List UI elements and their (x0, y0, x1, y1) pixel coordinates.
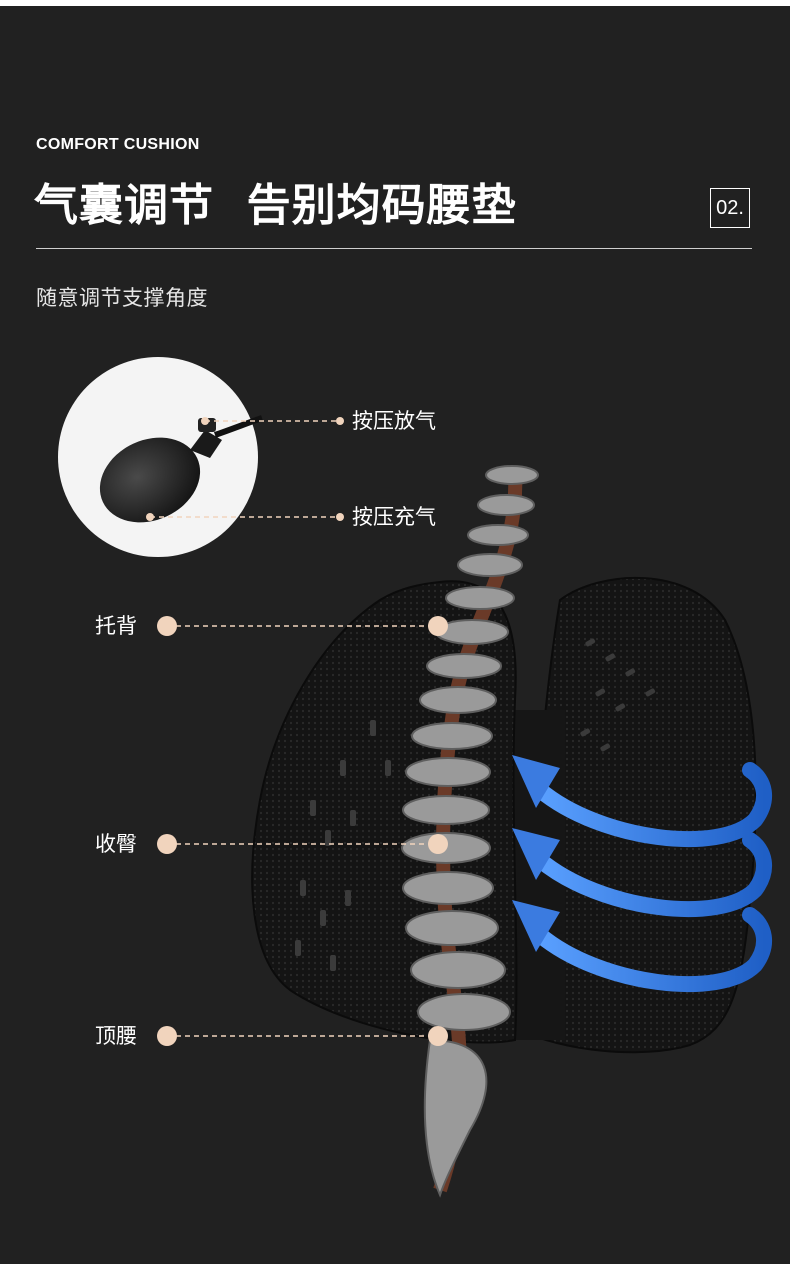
waist-support-label: 顶腰 (95, 1024, 137, 1048)
callout-hip-line (157, 834, 448, 854)
section-number-badge: 02. (710, 188, 750, 228)
eyebrow-label: COMFORT CUSHION (36, 136, 200, 153)
top-white-strip (0, 0, 790, 6)
deflate-label: 按压放气 (352, 409, 436, 433)
air-pump-image (58, 357, 263, 557)
callout-deflate-line (201, 417, 344, 425)
airflow-arrows (512, 755, 772, 993)
spine-illustration (401, 465, 539, 1198)
header-divider (36, 248, 752, 249)
inflate-label: 按压充气 (352, 505, 436, 529)
callout-waist-line (157, 1026, 448, 1046)
page-subtitle: 随意调节支撑角度 (36, 286, 208, 310)
callout-back-support-line (157, 616, 448, 636)
back-support-label: 托背 (95, 614, 137, 638)
callout-inflate-line (146, 513, 344, 521)
hip-support-label: 收臀 (95, 832, 137, 856)
page-title: 气囊调节 告别均码腰垫 (34, 180, 517, 231)
